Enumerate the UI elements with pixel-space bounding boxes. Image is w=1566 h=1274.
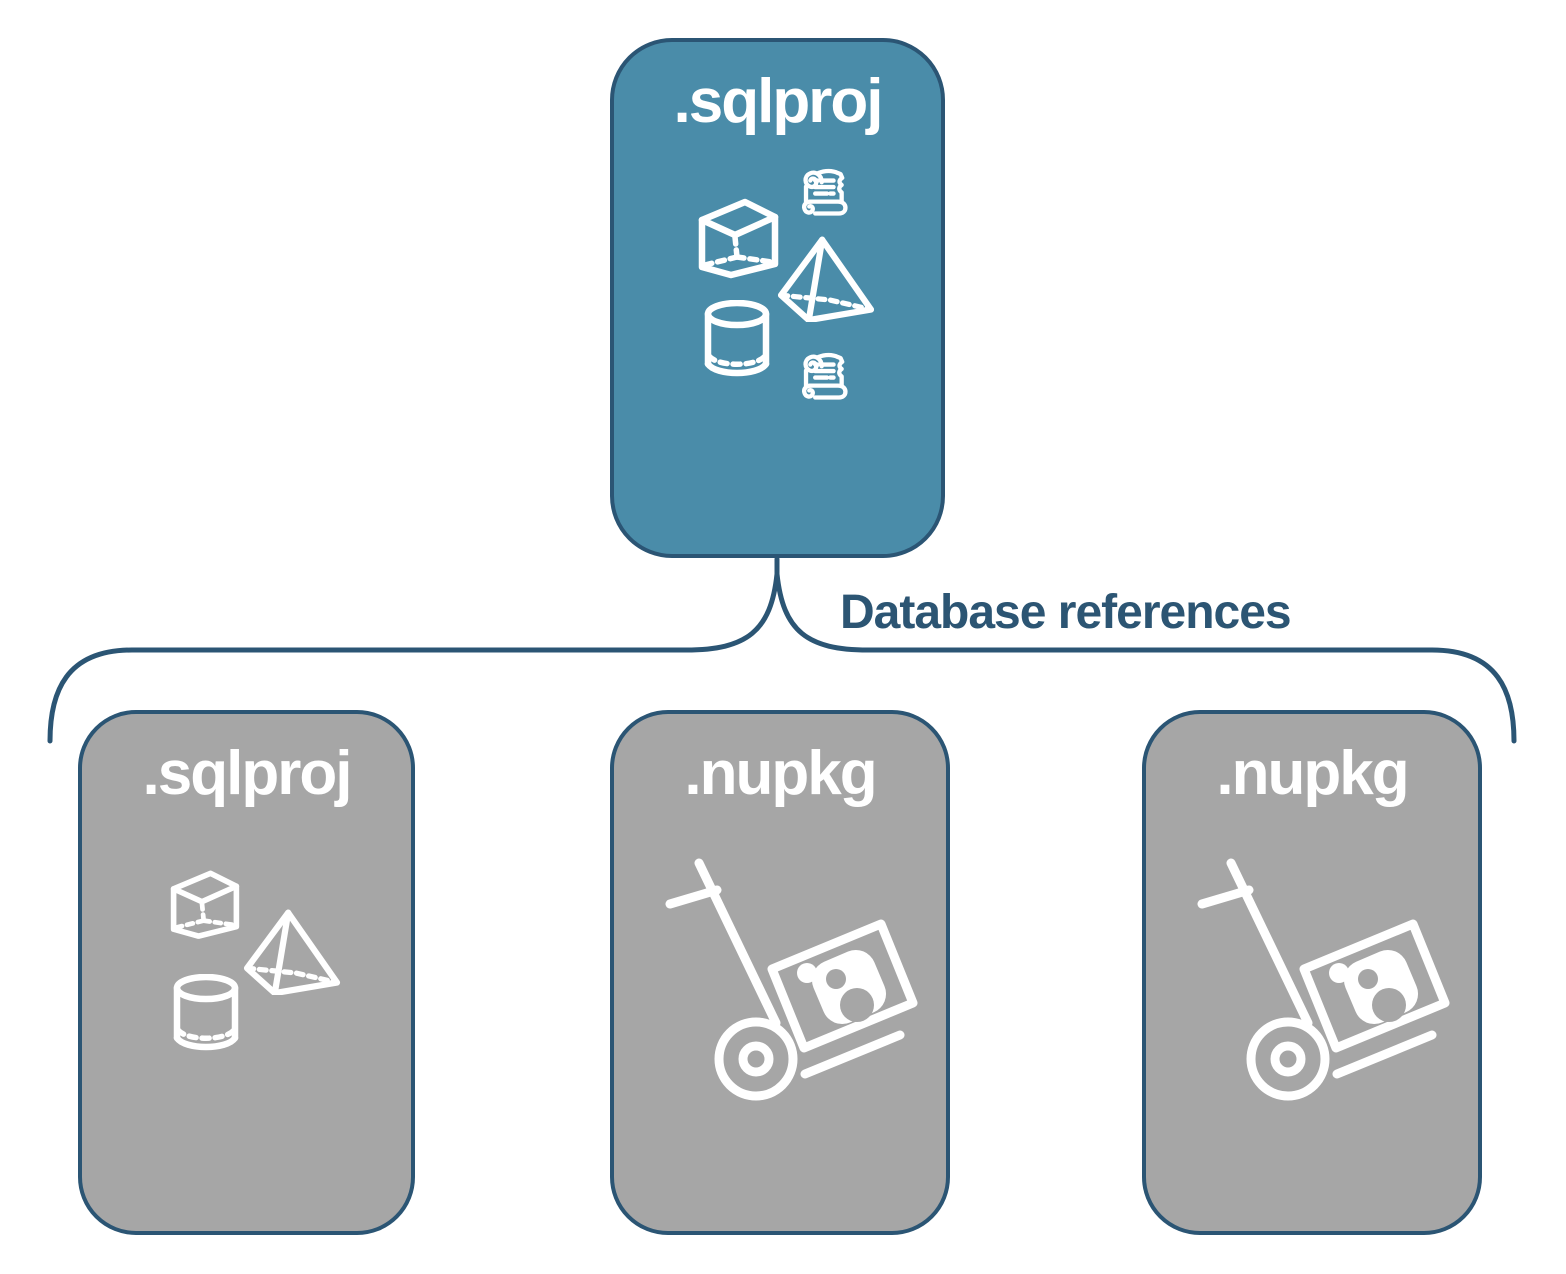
scroll-icon (799, 167, 853, 219)
node-child-title: .nupkg (684, 739, 877, 808)
connector-label: Database references (840, 586, 1292, 639)
node-child-nupkg: .nupkg (610, 710, 950, 1235)
node-root-sqlproj: .sqlproj (610, 38, 945, 558)
cylinder-icon (172, 974, 240, 1052)
pyramid-icon (242, 907, 342, 995)
cube-icon (692, 187, 792, 279)
scroll-icon (799, 351, 853, 403)
node-child-nupkg: .nupkg (1142, 710, 1482, 1235)
node-child-title: .sqlproj (142, 739, 353, 808)
node-child-title: .nupkg (1216, 739, 1409, 808)
pyramid-icon (778, 234, 874, 322)
cube-icon (165, 860, 251, 940)
node-child-sqlproj: .sqlproj (78, 710, 415, 1235)
node-root-title: .sqlproj (673, 67, 884, 136)
hand-truck-package-icon (664, 857, 919, 1102)
cylinder-icon (704, 300, 770, 378)
hand-truck-package-icon (1196, 857, 1451, 1102)
